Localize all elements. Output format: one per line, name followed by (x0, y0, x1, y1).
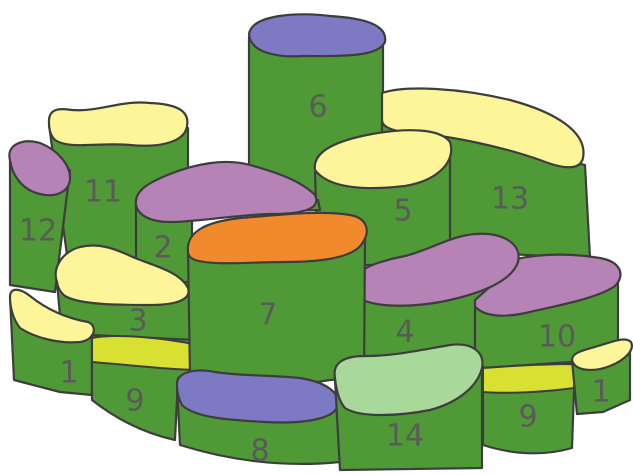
block-4-label: 4 (395, 315, 414, 350)
block-11-top (49, 103, 187, 146)
block-1-left-label: 1 (59, 356, 78, 391)
block-3-label: 3 (128, 304, 147, 339)
block-12-label: 12 (19, 214, 57, 249)
block-9-left-label: 9 (125, 384, 144, 419)
block-8: 8 (177, 371, 340, 469)
block-8-label: 8 (250, 434, 269, 469)
block-11-label: 11 (84, 175, 122, 210)
block-7: 7 (188, 213, 367, 385)
block-1-right-label: 1 (591, 375, 610, 410)
block-1-right: 1 (572, 339, 632, 414)
block-14-label: 14 (386, 419, 424, 454)
block-9-right-top (483, 364, 574, 393)
block-14: 14 (335, 344, 483, 470)
block-2-label: 2 (153, 231, 172, 266)
block-13-label: 13 (491, 182, 529, 217)
block-10-label: 10 (538, 320, 576, 355)
block-5-label: 5 (393, 194, 412, 229)
block-9-right-label: 9 (518, 400, 537, 435)
block-6-label: 6 (308, 90, 327, 125)
block-7-top (188, 213, 367, 263)
block-9-right: 9 (483, 362, 575, 453)
block-6-top (249, 14, 385, 56)
block-7-label: 7 (258, 298, 277, 333)
